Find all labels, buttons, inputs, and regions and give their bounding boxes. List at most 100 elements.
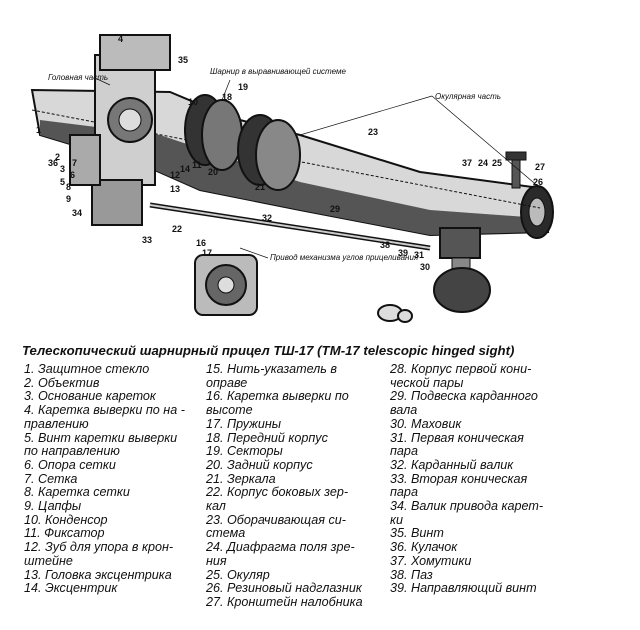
bracket-post [511, 157, 521, 189]
callout-6: 6 [70, 170, 75, 180]
handwheel-drum [433, 267, 491, 313]
legend-item: 22. Корпус боковых зер- [206, 485, 349, 500]
legend-item: 28. Корпус первой кони- [390, 362, 532, 376]
callout-33: 33 [142, 235, 152, 245]
callout-20: 20 [208, 167, 218, 177]
cardan-shaft [149, 202, 431, 251]
callout-24: 24 [478, 158, 488, 168]
callout-31: 31 [414, 250, 424, 260]
eyepiece-lens [528, 197, 546, 227]
leader-eyepiece-part-2 [431, 95, 541, 189]
handwheel-assembly [433, 227, 491, 313]
legend-item: 34. Валик привода карет- [390, 499, 544, 514]
callout-21: 21 [255, 182, 265, 192]
callout-16: 16 [196, 238, 206, 248]
carriage-base [91, 179, 143, 226]
tube-shading [40, 120, 540, 235]
legend-item: 20. Задний корпус [206, 457, 313, 472]
legend-item: 23. Оборачивающая си- [206, 512, 346, 527]
legend-item: 37. Хомутики [390, 553, 472, 568]
legend-item: 4. Каретка выверки по на - [24, 403, 185, 418]
objective-lens-inner [118, 108, 142, 132]
callout-36: 36 [48, 158, 58, 168]
callout-7: 7 [72, 158, 77, 168]
head-top-block [99, 34, 171, 71]
callout-numbers: 1 2 3 4 5 6 7 8 9 10 11 12 13 14 16 17 1… [36, 34, 545, 272]
legend-item: 12. Зуб для упора в крон- [24, 540, 174, 555]
legend-item: 17. Пружины [206, 416, 282, 431]
legend-item: 24. Диафрагма поля зре- [206, 540, 355, 555]
inset-gear-hub [217, 276, 235, 294]
legend-item: 31. Первая коническая [390, 430, 524, 445]
legend-item: правлению [24, 416, 89, 431]
legend-item: 38. Паз [390, 567, 433, 582]
callout-10: 10 [188, 97, 198, 107]
legend-item: 13. Головка эксцентрика [24, 567, 172, 582]
legend-item: 2. Объектив [24, 375, 100, 390]
legend-item: 19. Секторы [206, 444, 283, 459]
legend-item: 39. Направляющий винт [390, 581, 537, 596]
callout-11: 11 [192, 160, 202, 170]
callout-1: 1 [36, 125, 41, 135]
callout-26: 26 [533, 177, 543, 187]
legend-item: 7. Сетка [24, 471, 78, 486]
legend-item: 26. Резиновый надглазник [206, 581, 362, 596]
legend-item: по направлению [24, 444, 120, 459]
legend-item: пара [390, 444, 418, 459]
legend-item: ния [206, 553, 227, 568]
callout-30: 30 [420, 262, 430, 272]
leader-eyepiece-part [299, 95, 433, 136]
legend-item: 36. Кулачок [390, 540, 458, 555]
reticle-carriage [69, 134, 101, 186]
callout-37: 37 [462, 158, 472, 168]
bevel-pair-housing [439, 227, 481, 259]
legend-item: 6. Опора сетки [24, 457, 116, 472]
legend-item: высоте [206, 403, 253, 418]
figure-caption: Телескопический шарнирный прицел ТШ-17 (… [22, 343, 515, 358]
callout-19: 19 [238, 82, 248, 92]
callout-39: 39 [398, 248, 408, 258]
label-hinge: Шарнир в выравнивающей системе [210, 67, 347, 76]
callout-2: 2 [55, 152, 60, 162]
leader-hinge [221, 79, 231, 101]
legend-item: 35. Винт [390, 526, 444, 541]
legend-item: 29. Подвеска карданного [390, 389, 538, 404]
bracket-cap [505, 151, 527, 161]
callout-32: 32 [262, 213, 272, 223]
callout-25: 25 [492, 158, 502, 168]
callout-13: 13 [170, 184, 180, 194]
inset-mechanism [194, 254, 258, 316]
callout-14: 14 [180, 164, 190, 174]
legend-item: ки [390, 512, 403, 527]
callout-22: 22 [172, 224, 182, 234]
legend-item: кал [206, 499, 226, 514]
label-mechanism-line1: Привод механизма углов прицеливания [270, 253, 419, 262]
legend-item: 32. Карданный валик [390, 457, 514, 472]
legend-item: 16. Каретка выверки по [206, 389, 349, 404]
objective-head [69, 34, 171, 226]
leader-mechanism [239, 247, 269, 259]
leader-lines [94, 77, 541, 259]
legend-item: 1. Защитное стекло [24, 362, 150, 376]
legend-item: 3. Основание кареток [24, 389, 156, 404]
legend-item: 15. Нить-указатель в [206, 362, 337, 376]
cam-part-2 [397, 309, 413, 323]
legend-item: вала [390, 403, 418, 418]
callout-35: 35 [178, 55, 188, 65]
sight-cutaway-drawing: Головная часть Окулярная часть Шарнир в … [30, 34, 554, 323]
callout-4: 4 [118, 34, 123, 44]
legend-item: оправе [206, 375, 248, 390]
callout-5: 5 [60, 177, 65, 187]
legend-item: 27. Кронштейн налобника [206, 594, 363, 609]
label-eyepiece-part: Окулярная часть [435, 92, 501, 101]
callout-18: 18 [222, 92, 232, 102]
label-objective-part: Головная часть [48, 73, 108, 82]
headrest-bracket [505, 151, 527, 189]
callout-34: 34 [72, 208, 82, 218]
callout-27: 27 [535, 162, 545, 172]
legend-item: 25. Окуляр [206, 567, 270, 582]
cam-parts [377, 304, 413, 323]
legend-item: 10. Конденсор [24, 512, 108, 527]
